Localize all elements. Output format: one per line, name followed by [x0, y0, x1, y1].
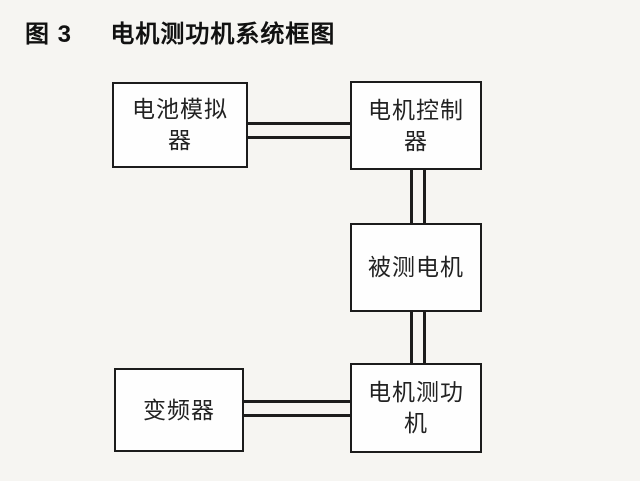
node-motor-controller-label: 电机控制 器: [368, 96, 464, 154]
node-motor-dynamometer: 电机测功 机: [350, 363, 482, 453]
node-inverter-label: 变频器: [143, 396, 215, 423]
node-motor-dynamometer-label: 电机测功 机: [368, 379, 464, 436]
node-inverter: 变频器: [114, 368, 244, 452]
node-battery-simulator: 电池模拟 器: [112, 82, 248, 168]
figure-title: 图 3 电机测功机系统框图: [25, 14, 335, 49]
node-motor-under-test-label: 被测电机: [368, 254, 464, 280]
node-motor-under-test: 被测电机: [350, 223, 482, 312]
connector-controller-to-motor: [410, 170, 426, 223]
connector-battery-to-controller: [248, 122, 350, 139]
connector-inverter-to-dynamometer: [244, 400, 350, 417]
connector-motor-to-dynamometer: [410, 312, 426, 363]
node-motor-controller: 电机控制 器: [350, 81, 482, 170]
figure-number: 图 3: [25, 21, 73, 48]
figure-caption: 电机测功机系统框图: [110, 21, 336, 48]
node-battery-simulator-label: 电池模拟 器: [132, 96, 228, 153]
